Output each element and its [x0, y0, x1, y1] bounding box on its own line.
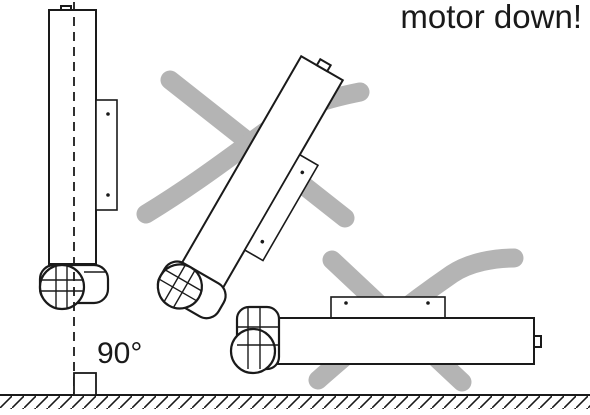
ground-floor: [0, 394, 590, 409]
angle-label: 90°: [97, 337, 142, 370]
right-angle-marker: [73, 372, 97, 396]
heading-text: motor down!: [400, 0, 582, 35]
device-horizontal-wrong: [229, 296, 542, 375]
device-vertical-correct: [38, 5, 118, 311]
device-tilted-wrong: [156, 54, 345, 320]
